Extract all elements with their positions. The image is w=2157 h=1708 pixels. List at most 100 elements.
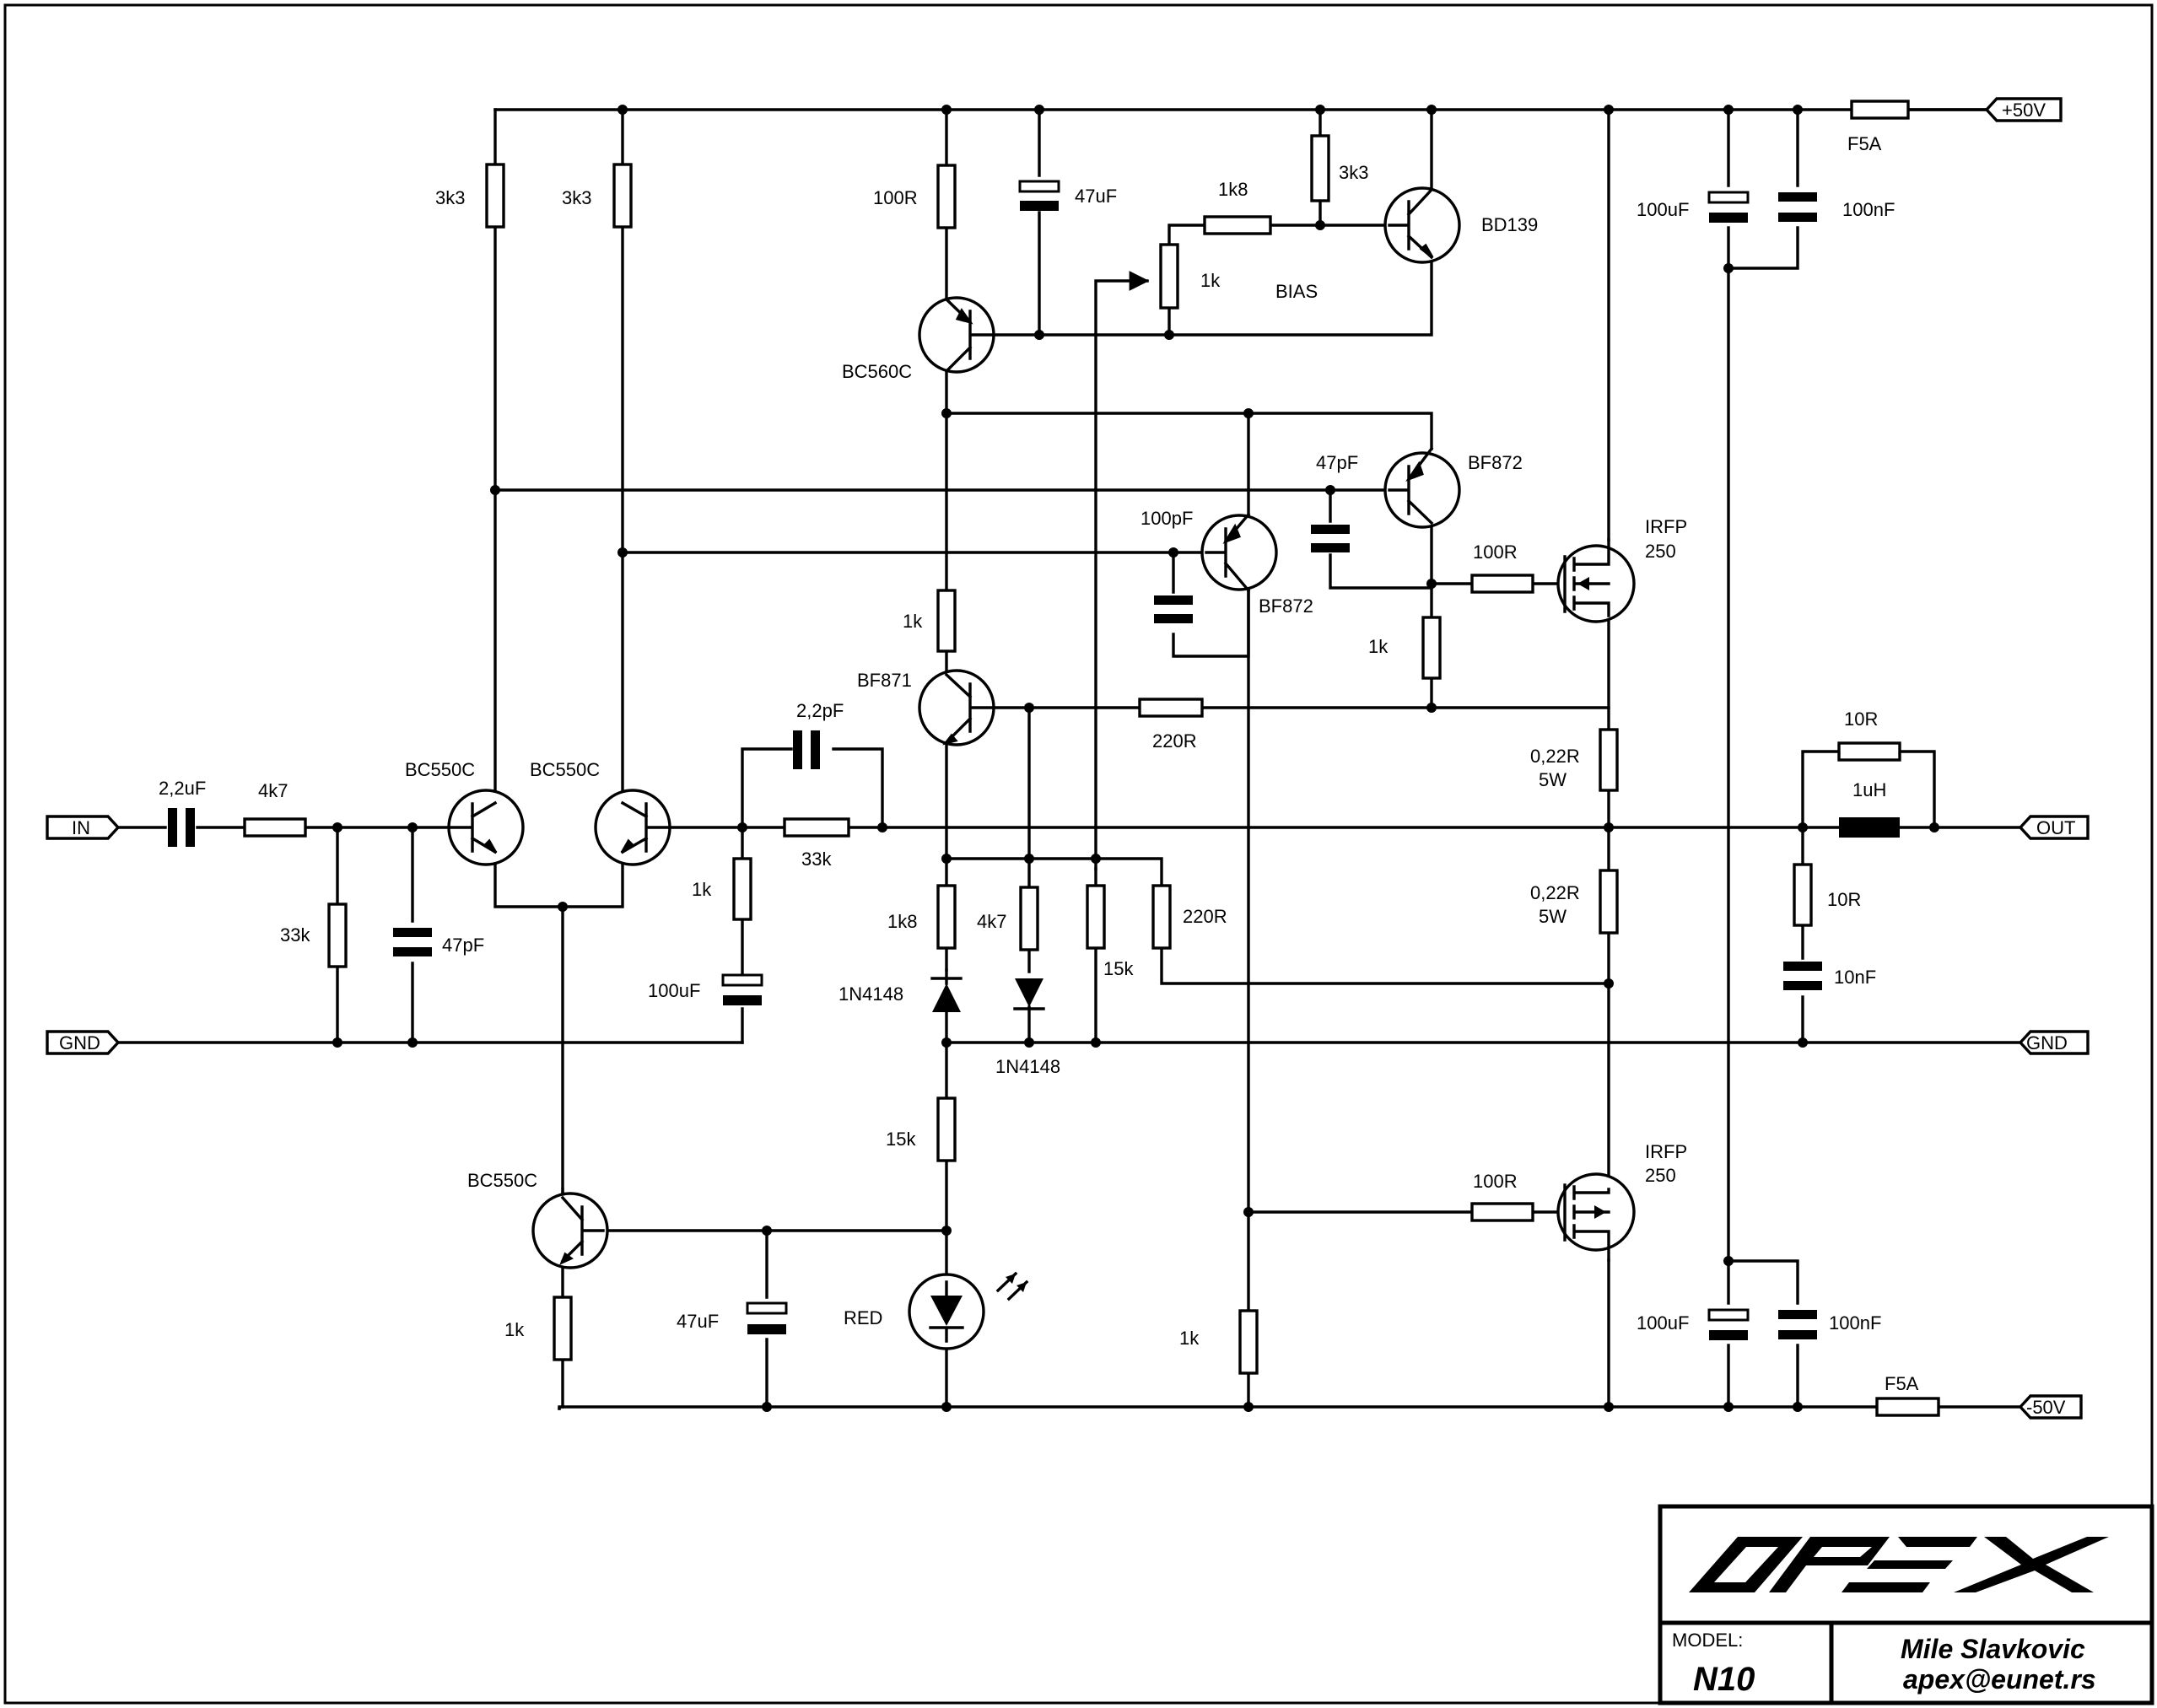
label-r-100r-a: 100R (1473, 541, 1518, 563)
resistor-3k3-b (612, 163, 633, 229)
port-vminus-label: -50V (2026, 1397, 2066, 1418)
port-in-label: IN (72, 817, 90, 838)
label-c-zobel: 10nF (1834, 967, 1876, 988)
resistor-022-b (1599, 869, 1619, 935)
port-gnd-right-label: GND (2026, 1032, 2068, 1053)
label-r-1k8: 1k8 (887, 911, 917, 932)
label-r-fb: 33k (801, 849, 832, 870)
label-r-c2: 3k3 (562, 187, 591, 208)
label-q-irfp-bot-b: 250 (1645, 1165, 1676, 1186)
resistor-1k-mid (936, 589, 957, 653)
label-led: RED (844, 1307, 882, 1328)
resistor-3k3-bias (1310, 134, 1330, 202)
label-r-c1: 3k3 (435, 187, 465, 208)
label-l-out: 1uH (1852, 779, 1886, 800)
resistor-3k3-a (485, 163, 505, 229)
label-q-bd139: BD139 (1481, 214, 1538, 235)
title-block: MODEL: N10 Mile Slavkovic apex@eunet.rs (1658, 1504, 2154, 1705)
model-label: MODEL: (1672, 1630, 1743, 1651)
label-r-022-a: 0,22R (1530, 746, 1580, 767)
label-f-bot: F5A (1885, 1373, 1919, 1394)
label-c-fb-gnd: 100uF (648, 980, 700, 1001)
port-gnd-left-label: GND (59, 1032, 100, 1053)
label-q1: BC550C (405, 759, 475, 780)
label-r-220r-a: 220R (1152, 730, 1197, 752)
mosfet-irfp-top (1556, 538, 1636, 623)
capacitors (168, 180, 1822, 1340)
label-r-15k-a: 15k (1103, 958, 1134, 979)
resistor-10r-zobel (1793, 863, 1813, 927)
label-r-1k-gate: 1k (1368, 636, 1389, 657)
resistor-15k-b (936, 1096, 957, 1162)
label-d1: 1N4148 (839, 983, 903, 1005)
port-gnd-left (46, 1030, 121, 1055)
resistor-1k-bot (1238, 1309, 1259, 1375)
label-r-fb-gnd: 1k (692, 879, 712, 900)
label-r-022-b-b: 5W (1539, 906, 1567, 927)
label-c-100uf-bot: 100uF (1637, 1312, 1689, 1334)
apex-logo (1689, 1537, 2109, 1592)
resistor-100r-b (1470, 1202, 1534, 1222)
resistor-022-a (1599, 728, 1619, 792)
label-r-022-b: 0,22R (1530, 882, 1580, 903)
port-vminus (2018, 1394, 2083, 1420)
label-r-10r-out: 10R (1844, 709, 1878, 730)
email: apex@eunet.rs (1903, 1664, 2096, 1695)
port-labels: IN GND +50V OUT GND -50V (59, 100, 2075, 1418)
resistor-10r-out (1837, 741, 1901, 762)
label-q-bf872-a: BF872 (1468, 452, 1523, 473)
label-r-15k-b: 15k (886, 1129, 916, 1150)
wires (116, 108, 2022, 1410)
label-r-in: 4k7 (258, 780, 288, 801)
resistor-33k-gnd (327, 902, 348, 968)
resistor-1k8 (936, 884, 957, 950)
transistor-q2 (594, 789, 671, 866)
port-gnd-right (2018, 1030, 2090, 1055)
label-c-tail: 47uF (677, 1311, 719, 1332)
resistor-100r-a (1470, 574, 1534, 594)
port-out-label: OUT (2036, 817, 2075, 838)
port-vplus-label: +50V (2002, 100, 2046, 121)
author: Mile Slavkovic (1901, 1634, 2085, 1664)
label-r-4k7: 4k7 (977, 911, 1006, 932)
label-c-100nf-bot: 100nF (1829, 1312, 1881, 1334)
port-out (2018, 815, 2090, 840)
port-vplus (1984, 97, 2063, 122)
label-r-tail: 1k (504, 1319, 525, 1340)
resistor-1k-fb (732, 857, 752, 921)
label-c-100uf-top: 100uF (1637, 199, 1689, 220)
label-q-irfp-top: IRFP (1645, 516, 1687, 537)
label-c-47pf: 47pF (1316, 452, 1358, 473)
pot-1k (1159, 243, 1179, 310)
label-q-bc560: BC560C (842, 361, 912, 382)
transistor-bf871 (918, 669, 995, 746)
transistors (447, 186, 1636, 1269)
label-pot: 1k (1200, 270, 1221, 291)
label-r-3k3-bias: 3k3 (1339, 162, 1368, 183)
mosfet-irfp-bot (1556, 1172, 1636, 1262)
sheet-border (3, 3, 2154, 1705)
junctions (332, 105, 1939, 1412)
diodes (908, 968, 1045, 1350)
label-r-1k8-top: 1k8 (1218, 179, 1248, 200)
inductor-1uh (1839, 817, 1900, 838)
resistor-220r-b (1151, 884, 1172, 950)
ports (46, 97, 2090, 1420)
component-labels: 2,2uF 4k7 33k 47pF BC550C BC550C 3k3 3k3… (159, 133, 1919, 1394)
label-q-bf871: BF871 (857, 670, 912, 691)
resistor-100r-top (936, 164, 957, 229)
fuse-top (1850, 100, 1910, 120)
label-c-in: 2,2uF (159, 778, 206, 799)
transistor-q1 (447, 789, 525, 866)
resistor-220r-a (1138, 698, 1204, 718)
resistor-4k7-in (243, 817, 307, 838)
label-q-irfp-bot: IRFP (1645, 1141, 1687, 1162)
label-c-100pf: 100pF (1141, 508, 1193, 529)
model-value: N10 (1693, 1661, 1755, 1698)
resistor-15k-a (1086, 884, 1106, 950)
label-c-100nf-top: 100nF (1842, 199, 1895, 220)
label-r-022-a-b: 5W (1539, 769, 1567, 790)
label-r-top: 100R (873, 187, 918, 208)
resistor-1k-gate (1421, 616, 1442, 680)
